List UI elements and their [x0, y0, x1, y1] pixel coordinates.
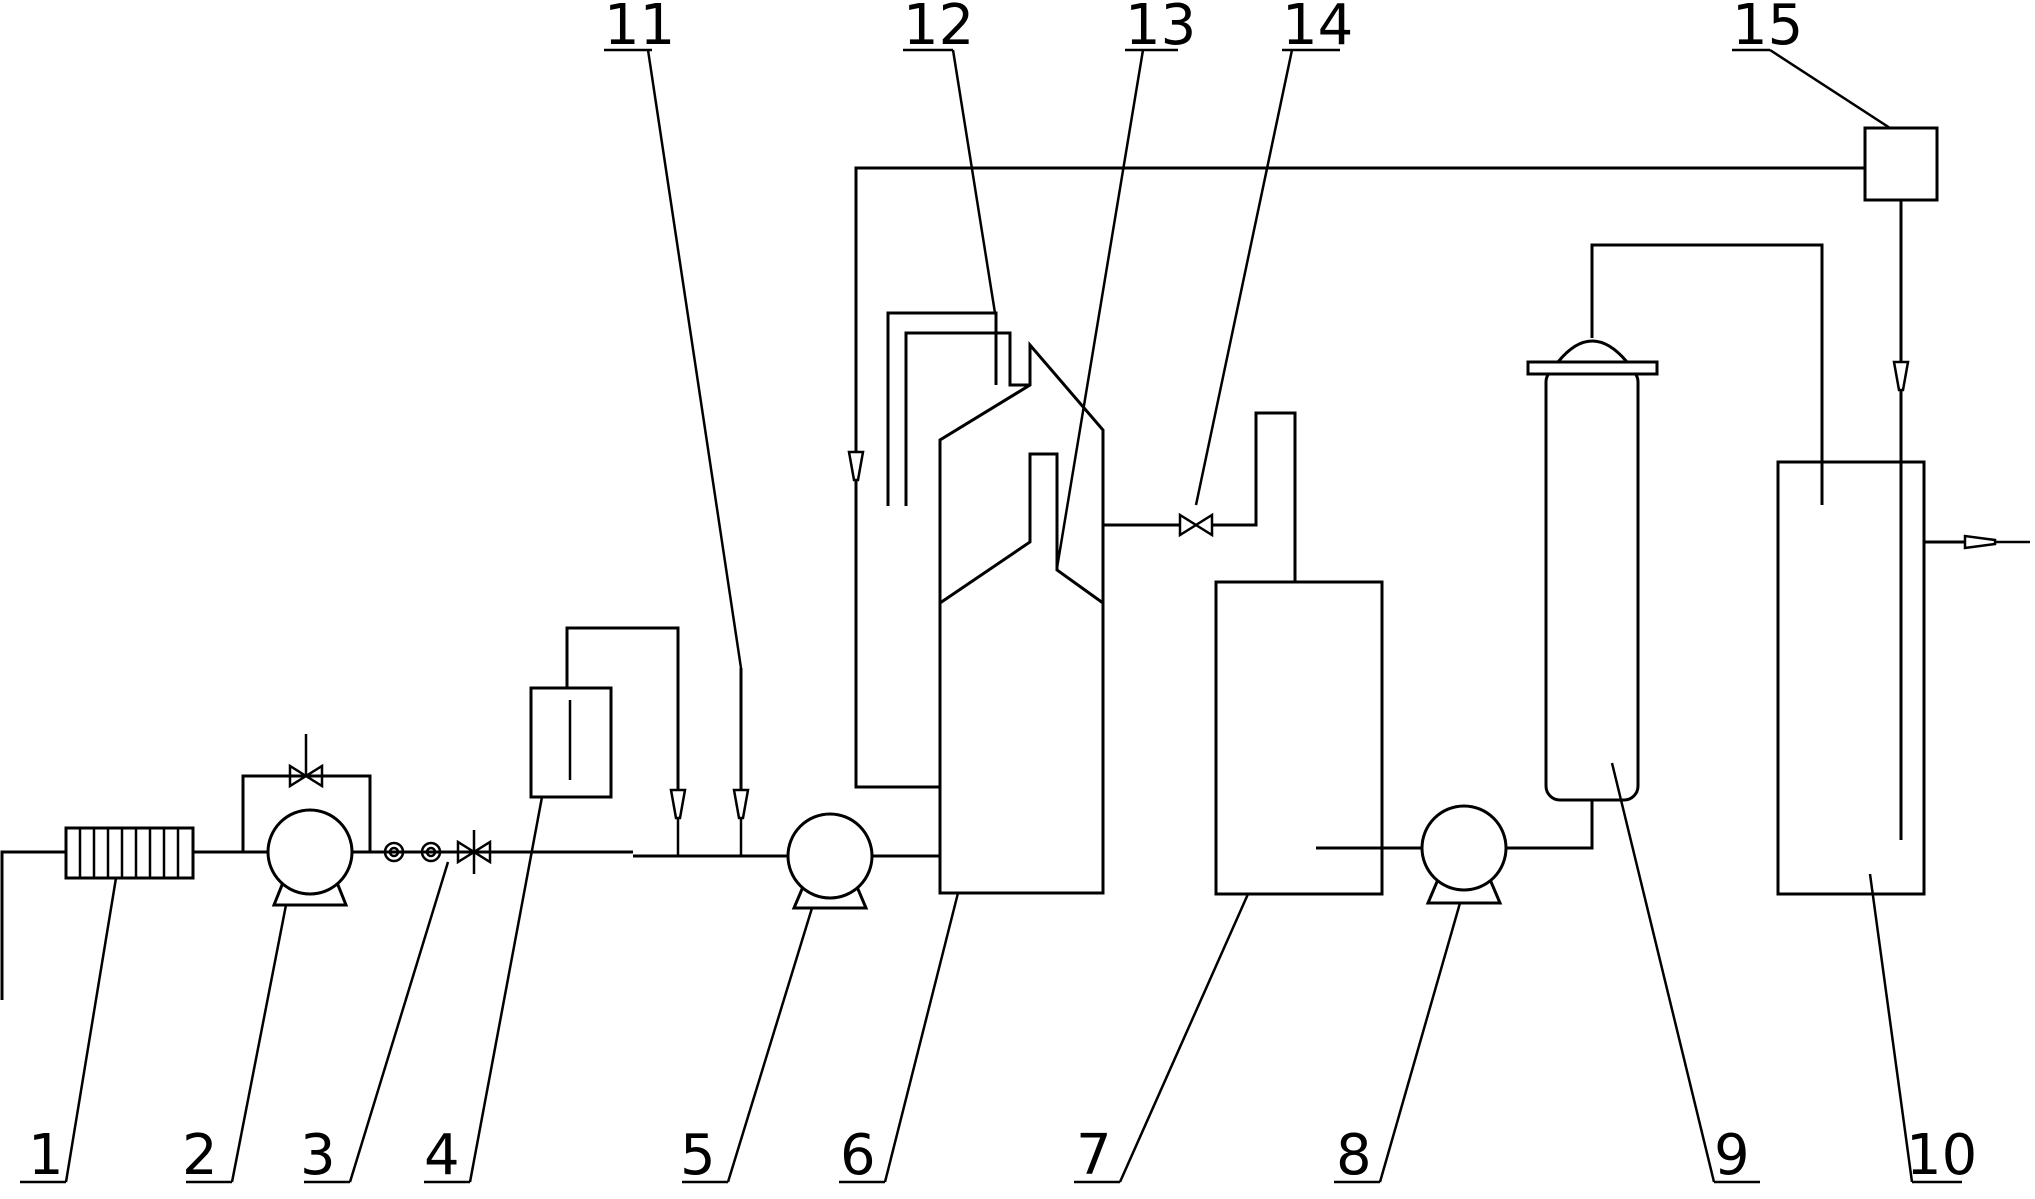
feed-pipe [520, 850, 940, 858]
component-1-filter [64, 826, 195, 880]
label-10: 10 [1906, 1123, 1977, 1188]
label-12: 12 [903, 0, 974, 58]
component-11-dosing-line [732, 668, 750, 856]
component-5-pump [786, 812, 874, 910]
label-11: 11 [604, 0, 675, 58]
component-6-reactor [886, 311, 1297, 895]
label-6: 6 [840, 1123, 876, 1188]
label-9: 9 [1714, 1123, 1750, 1188]
label-8: 8 [1336, 1123, 1372, 1188]
labels: 1 2 3 4 5 6 7 8 9 10 11 12 13 14 15 [28, 0, 1977, 1188]
label-15: 15 [1732, 0, 1803, 58]
leader-lines [20, 48, 1962, 1184]
label-4: 4 [424, 1123, 460, 1188]
component-9-column [1526, 243, 1824, 802]
label-5: 5 [680, 1123, 716, 1188]
label-14: 14 [1282, 0, 1353, 58]
component-2-pump [241, 734, 372, 907]
label-7: 7 [1076, 1123, 1112, 1188]
label-13: 13 [1125, 0, 1196, 58]
component-8-pump [1420, 800, 1594, 905]
component-3-valve-meters [383, 830, 492, 874]
component-7-tank [1214, 580, 1424, 896]
component-15-controller [1863, 126, 1939, 840]
label-3: 3 [300, 1123, 336, 1188]
label-1: 1 [28, 1123, 64, 1188]
recycle-line [847, 166, 1865, 789]
component-4-dosing-tank [529, 626, 687, 856]
label-2: 2 [182, 1123, 218, 1188]
component-10-tank [1776, 460, 2030, 896]
